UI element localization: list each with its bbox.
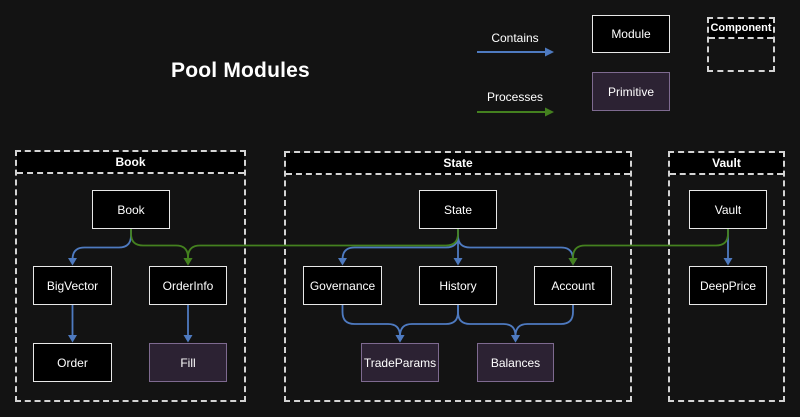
legend-component-swatch: Component <box>707 17 775 72</box>
container-book: Book <box>15 150 246 402</box>
node-book: Book <box>92 190 170 229</box>
node-bigvector: BigVector <box>33 266 112 305</box>
container-state: State <box>284 151 632 402</box>
node-vault: Vault <box>689 190 767 229</box>
node-governance: Governance <box>303 266 382 305</box>
node-fill: Fill <box>149 343 227 382</box>
container-title-state: State <box>286 153 630 175</box>
legend-module-label: Module <box>611 27 651 41</box>
legend-primitive-swatch: Primitive <box>592 72 670 111</box>
node-account: Account <box>534 266 612 305</box>
node-balances: Balances <box>477 343 554 382</box>
container-vault: Vault <box>668 151 785 402</box>
legend-processes-label: Processes <box>486 90 544 104</box>
node-history: History <box>419 266 497 305</box>
legend-module-swatch: Module <box>592 15 670 53</box>
container-title-book: Book <box>17 152 244 174</box>
container-title-vault: Vault <box>670 153 783 175</box>
node-deepprice: DeepPrice <box>689 266 767 305</box>
node-order: Order <box>33 343 112 382</box>
node-state: State <box>419 190 497 229</box>
node-tradeparams: TradeParams <box>361 343 439 382</box>
node-orderinfo: OrderInfo <box>149 266 227 305</box>
page-title: Pool Modules <box>171 59 310 82</box>
legend-primitive-label: Primitive <box>607 84 654 99</box>
legend-component-label: Component <box>709 19 773 39</box>
legend-contains-label: Contains <box>491 31 539 45</box>
